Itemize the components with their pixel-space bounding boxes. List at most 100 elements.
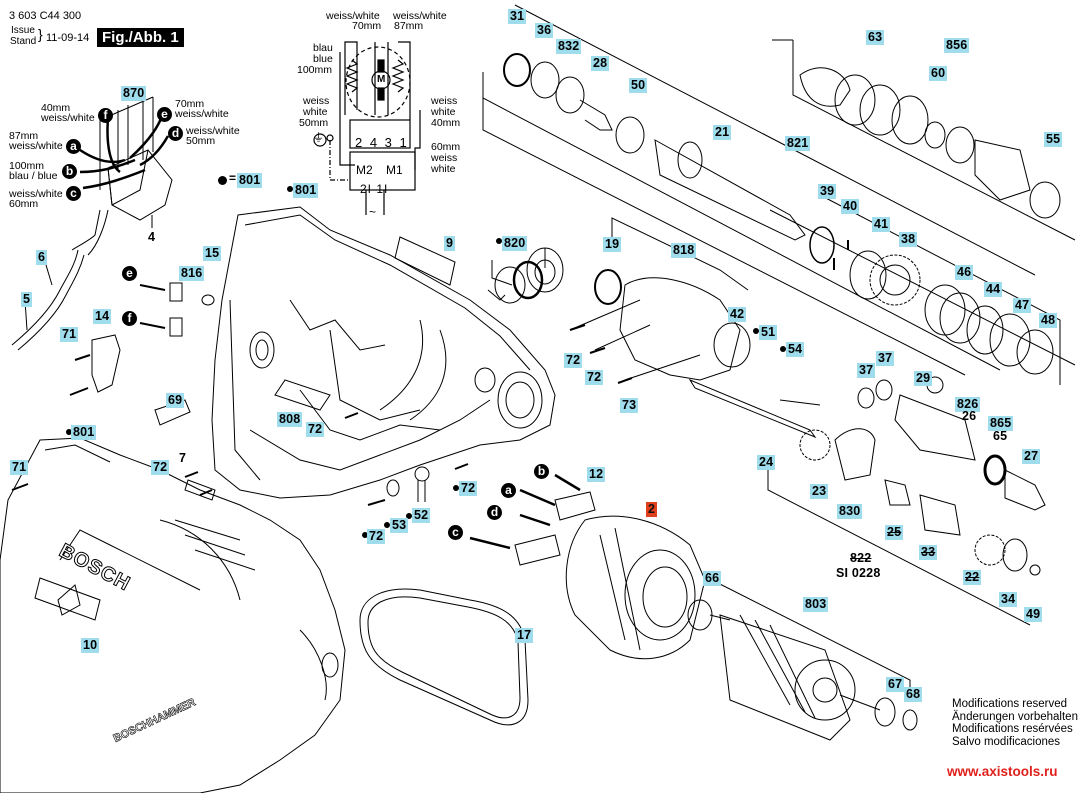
part-label-60[interactable]: 60 <box>929 66 948 81</box>
bearing-820-drawing <box>487 247 564 304</box>
part-label-21[interactable]: 21 <box>713 125 732 140</box>
part-label-67[interactable]: 67 <box>886 677 905 692</box>
sch-right-low-1: 60mm <box>431 141 461 153</box>
brush-holders-drawing <box>469 473 596 566</box>
part-label-25[interactable]: 25 <box>885 525 904 540</box>
sch-right-3: 40mm <box>431 117 461 129</box>
part-label-66[interactable]: 66 <box>703 571 722 586</box>
part-label-29[interactable]: 29 <box>914 371 933 386</box>
part-label-46[interactable]: 46 <box>955 265 974 280</box>
bullet-52 <box>406 513 412 519</box>
part-label-28[interactable]: 28 <box>591 56 610 71</box>
part-label-72[interactable]: 72 <box>564 353 583 368</box>
part-label-39[interactable]: 39 <box>818 184 837 199</box>
part-label-65[interactable]: 65 <box>993 429 1008 443</box>
part-label-37[interactable]: 37 <box>857 363 876 378</box>
bullet-820 <box>496 238 502 244</box>
wire-letter-d: d <box>168 126 183 141</box>
wire-letter-c: c <box>66 186 81 201</box>
part-label-9[interactable]: 9 <box>444 236 456 251</box>
part-label-808[interactable]: 808 <box>277 412 303 427</box>
part-label-820[interactable]: 820 <box>502 236 528 251</box>
issue-label: Issue <box>11 25 35 36</box>
part-label-12[interactable]: 12 <box>587 467 606 482</box>
part-label-22[interactable]: 22 <box>963 570 982 585</box>
part-label-71[interactable]: 71 <box>10 460 29 475</box>
frame-upper <box>482 98 966 376</box>
bullet-51 <box>753 328 759 334</box>
part-label-801[interactable]: 801 <box>71 425 97 440</box>
part-label-26[interactable]: 26 <box>962 409 977 423</box>
sch-switch-terms: 2I 1I <box>360 182 389 196</box>
part-label-6[interactable]: 6 <box>36 250 48 265</box>
part-label-2-highlighted[interactable]: 2 <box>646 502 658 517</box>
part-label-17[interactable]: 17 <box>515 628 534 643</box>
part-label-24[interactable]: 24 <box>757 455 776 470</box>
part-label-10[interactable]: 10 <box>81 638 100 653</box>
part-label-4[interactable]: 4 <box>148 230 156 244</box>
website-link[interactable]: www.axistools.ru <box>947 764 1058 779</box>
part-label-71[interactable]: 71 <box>60 327 79 342</box>
part-label-68[interactable]: 68 <box>904 687 923 702</box>
part-label-50[interactable]: 50 <box>629 78 648 93</box>
part-label-55[interactable]: 55 <box>1044 132 1063 147</box>
part-label-72[interactable]: 72 <box>151 460 170 475</box>
part-label-73[interactable]: 73 <box>620 398 639 413</box>
sch-left-1: blau <box>313 42 333 54</box>
part-label-19[interactable]: 19 <box>603 237 622 252</box>
part-label-7[interactable]: 7 <box>179 451 187 465</box>
part-label-44[interactable]: 44 <box>984 282 1003 297</box>
sch-terminals: 2 4 3 1 <box>355 135 409 150</box>
part-label-72[interactable]: 72 <box>585 370 604 385</box>
sch-ac-symbol: ~ <box>369 205 377 219</box>
part-label-41[interactable]: 41 <box>872 217 891 232</box>
sch-left-2: blue <box>313 53 333 65</box>
part-label-34[interactable]: 34 <box>999 592 1018 607</box>
gearbox-818-drawing <box>569 269 821 439</box>
wire-b-color: blau / blue <box>9 170 58 182</box>
part-label-40[interactable]: 40 <box>841 199 860 214</box>
group-line-upper <box>482 72 1001 371</box>
part-label-826[interactable]: 826 <box>955 397 981 412</box>
part-label-42[interactable]: 42 <box>728 307 747 322</box>
part-label-47[interactable]: 47 <box>1013 298 1032 313</box>
part-label-38[interactable]: 38 <box>899 232 918 247</box>
part-label-856[interactable]: 856 <box>944 38 970 53</box>
part-label-821[interactable]: 821 <box>785 136 811 151</box>
part-label-830[interactable]: 830 <box>837 504 863 519</box>
part-label-48[interactable]: 48 <box>1039 313 1058 328</box>
part-label-53[interactable]: 53 <box>390 518 409 533</box>
part-label-14[interactable]: 14 <box>93 309 112 324</box>
part-label-27[interactable]: 27 <box>1022 449 1041 464</box>
part-label-49[interactable]: 49 <box>1024 607 1043 622</box>
part-label-803[interactable]: 803 <box>803 597 829 612</box>
part-label-5[interactable]: 5 <box>21 292 33 307</box>
part-label-822[interactable]: 822 <box>850 551 872 565</box>
part-label-865[interactable]: 865 <box>988 416 1014 431</box>
bullet-801 <box>66 429 72 435</box>
part-label-37[interactable]: 37 <box>876 351 895 366</box>
cable-drawing <box>11 209 109 351</box>
part-label-69[interactable]: 69 <box>166 393 185 408</box>
part-label-72[interactable]: 72 <box>459 481 478 496</box>
part-label-15[interactable]: 15 <box>203 246 222 261</box>
part-label-23[interactable]: 23 <box>810 484 829 499</box>
sch-right-low-3: white <box>431 163 456 175</box>
part-label-816[interactable]: 816 <box>179 266 205 281</box>
sch-top-right-color: weiss/white <box>393 10 447 22</box>
part-label-31[interactable]: 31 <box>508 9 527 24</box>
part-label-52[interactable]: 52 <box>412 508 431 523</box>
part-label-72[interactable]: 72 <box>306 422 325 437</box>
part-label-870[interactable]: 870 <box>121 86 147 101</box>
part-label-36[interactable]: 36 <box>535 23 554 38</box>
sch-top-right-length: 87mm <box>394 20 424 32</box>
part-label-818[interactable]: 818 <box>671 243 697 258</box>
part-label-72[interactable]: 72 <box>367 529 386 544</box>
part-label-63[interactable]: 63 <box>866 30 885 45</box>
part-label-54[interactable]: 54 <box>786 342 805 357</box>
part-label-51[interactable]: 51 <box>759 325 778 340</box>
part-label-832[interactable]: 832 <box>556 39 582 54</box>
sch-left-low-2: white <box>303 106 328 118</box>
part-label-33[interactable]: 33 <box>919 545 938 560</box>
part-label-801[interactable]: 801 <box>293 183 319 198</box>
